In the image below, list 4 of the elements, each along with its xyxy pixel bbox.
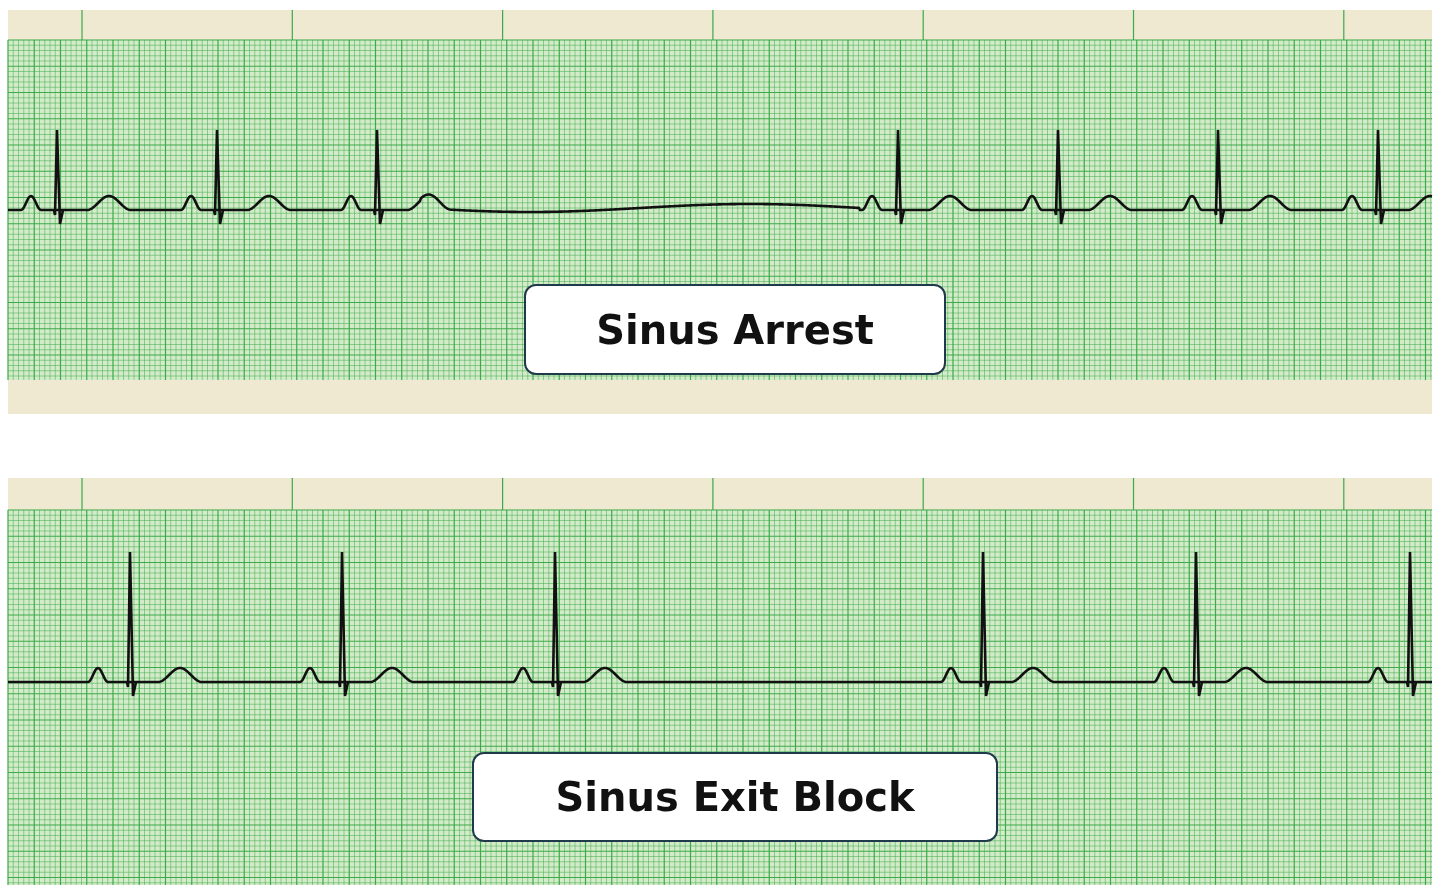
rhythm-label: Sinus Exit Block (555, 774, 915, 820)
label-box (524, 284, 946, 375)
rhythm-label: Sinus Arrest (596, 306, 874, 353)
label-box (472, 752, 998, 842)
